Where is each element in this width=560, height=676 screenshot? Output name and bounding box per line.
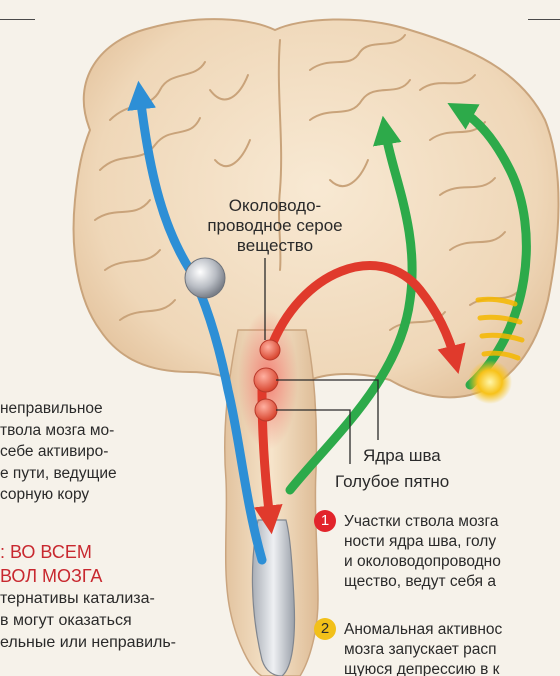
item-line: ности ядра шва, голу — [344, 532, 501, 552]
body-line: тернативы катализа- — [0, 588, 240, 610]
label-line: вещество — [195, 236, 355, 256]
caption-line: твола мозга мо- — [0, 420, 215, 442]
caption-line: сорную кору — [0, 484, 215, 506]
label-raphe-nuclei: Ядра шва — [363, 446, 441, 466]
body-line: ельные или неправиль- — [0, 632, 240, 654]
item-line: Участки ствола мозга — [344, 512, 501, 532]
aura-sun — [468, 360, 512, 404]
caption-line: неправильное — [0, 398, 215, 420]
body-line: в могут оказаться — [0, 610, 240, 632]
nucleus-middle — [254, 368, 278, 392]
item-line: щуюся депрессию в к — [344, 660, 502, 676]
heading-line: ВОЛ МОЗГА — [0, 564, 215, 588]
heading-line: : ВО ВСЕМ — [0, 540, 215, 564]
item-line: щество, ведут себя а — [344, 572, 501, 592]
item-line: Аномальная активнос — [344, 620, 502, 640]
nucleus-lower — [255, 399, 277, 421]
number-badge-2: 2 — [314, 618, 336, 640]
item-line: и околоводопроводно — [344, 552, 501, 572]
relay-sphere — [185, 258, 225, 298]
label-locus-coeruleus: Голубое пятно — [335, 472, 449, 492]
numbered-item-2: 2 Аномальная активнос мозга запускает ра… — [314, 618, 560, 676]
caption-line: себе активиро- — [0, 441, 215, 463]
numbered-item-text: Участки ствола мозга ности ядра шва, гол… — [344, 512, 501, 592]
section-heading: : ВО ВСЕМ ВОЛ МОЗГА — [0, 540, 215, 588]
left-caption: неправильное твола мозга мо- себе активи… — [0, 398, 215, 506]
number-badge-1: 1 — [314, 510, 336, 532]
body-text: тернативы катализа- в могут оказаться ел… — [0, 588, 240, 654]
label-periaqueductal-gray: Околоводо- проводное серое вещество — [195, 196, 355, 256]
numbered-item-1: 1 Участки ствола мозга ности ядра шва, г… — [314, 510, 560, 600]
item-line: мозга запускает расп — [344, 640, 502, 660]
label-line: проводное серое — [195, 216, 355, 236]
numbered-item-text: Аномальная активнос мозга запускает расп… — [344, 620, 502, 676]
nucleus-upper — [260, 340, 280, 360]
caption-line: е пути, ведущие — [0, 463, 215, 485]
label-line: Околоводо- — [195, 196, 355, 216]
